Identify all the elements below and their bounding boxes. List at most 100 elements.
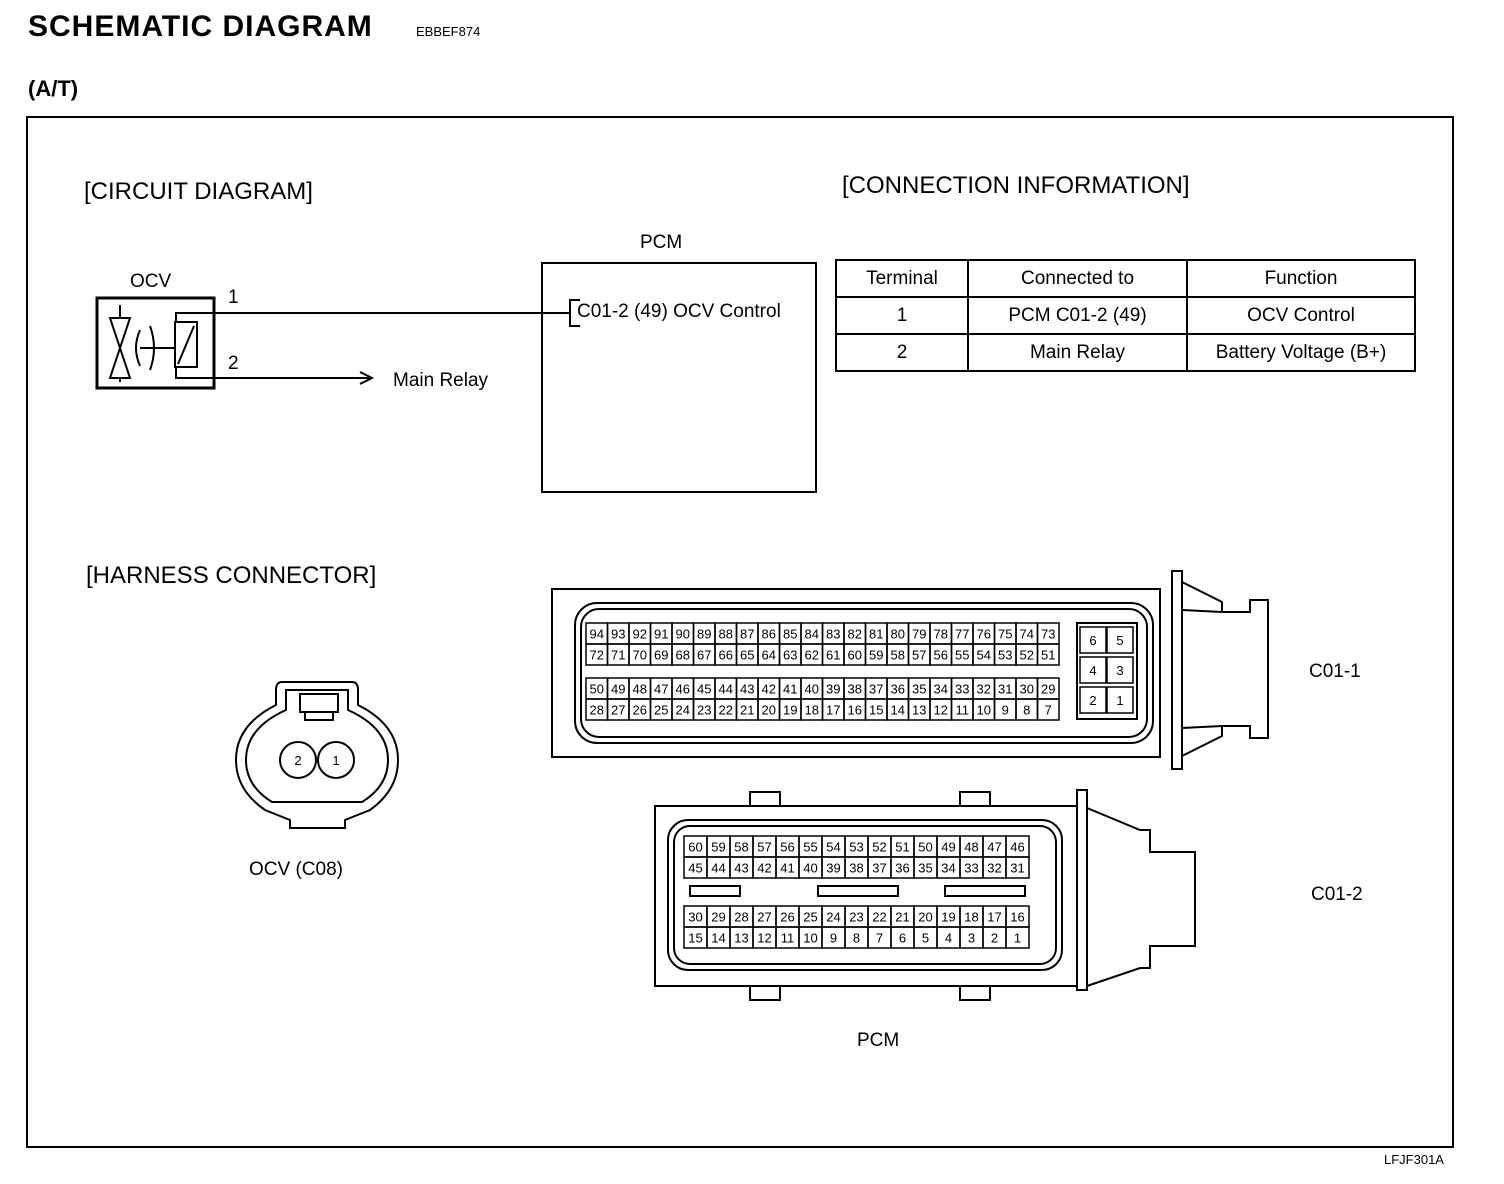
c01-2-pin: 16: [1010, 910, 1024, 925]
c01-2-pin: 36: [895, 861, 909, 876]
c01-1-pin: 59: [869, 648, 883, 663]
c01-1-pin: 38: [848, 682, 862, 697]
pin-cell: [1079, 656, 1107, 684]
c01-1-pin: 15: [869, 703, 883, 718]
c01-1-pin: 24: [676, 703, 690, 718]
c01-2-pin: 44: [711, 861, 725, 876]
c01-1-pin: 48: [633, 682, 647, 697]
c01-2-pin: 10: [803, 931, 817, 946]
pcm-connector-label: PCM: [857, 1030, 900, 1051]
c01-1-pin: 52: [1020, 648, 1034, 663]
c01-2-pin: 22: [872, 910, 886, 925]
c01-1-pin: 7: [1045, 703, 1052, 718]
c01-1-pin: 54: [977, 648, 991, 663]
connection-info-heading: [CONNECTION INFORMATION]: [842, 172, 1190, 199]
table-cell: Main Relay: [967, 333, 1188, 372]
diagram-frame: [26, 116, 1454, 1148]
c01-2-pin: 38: [849, 861, 863, 876]
pcm-box: [541, 262, 817, 493]
c01-1-pin: 70: [633, 648, 647, 663]
c01-2-pin: 4: [945, 931, 952, 946]
c01-2-pin: 27: [757, 910, 771, 925]
table-cell: 1: [835, 296, 969, 335]
c01-2-pin: 50: [918, 840, 932, 855]
c01-1-pin: 69: [654, 648, 668, 663]
c01-1-pin: 92: [633, 627, 647, 642]
c01-1-pin: 45: [697, 682, 711, 697]
table-row: 1 PCM C01-2 (49) OCV Control: [835, 296, 1416, 335]
valve-icon: [108, 305, 155, 382]
c01-1-pin: 83: [826, 627, 840, 642]
c01-2-pin: 31: [1010, 861, 1024, 876]
c01-1-pin: 50: [590, 682, 604, 697]
pin-cell: [1005, 856, 1030, 879]
c01-1-pin: 55: [955, 648, 969, 663]
harness-connector-heading: [HARNESS CONNECTOR]: [86, 562, 377, 589]
c01-2-pin: 15: [688, 931, 702, 946]
c01-2-pin: 60: [688, 840, 702, 855]
page-title: SCHEMATIC DIAGRAM: [28, 10, 373, 43]
c01-1-pin: 76: [977, 627, 991, 642]
c01-1-pin: 4: [1089, 663, 1096, 678]
c01-1-pin: 67: [697, 648, 711, 663]
c01-1-pin: 74: [1020, 627, 1034, 642]
c01-1-pin: 31: [998, 682, 1012, 697]
ocv-pin: 1: [332, 753, 339, 768]
c01-2-pin: 12: [757, 931, 771, 946]
c01-1-pin: 32: [977, 682, 991, 697]
c01-1-pin: 47: [654, 682, 668, 697]
pin-cell: [1106, 626, 1134, 654]
document-code: EBBEF874: [416, 24, 481, 39]
c01-2-pin: 17: [987, 910, 1001, 925]
c01-1-pin: 6: [1089, 633, 1096, 648]
c01-1-pin: 49: [611, 682, 625, 697]
table-cell: 2: [835, 333, 969, 372]
c01-1-pin: 43: [740, 682, 754, 697]
arrow-icon: [359, 371, 375, 385]
c01-1-pin: 18: [805, 703, 819, 718]
c01-2-pin: 47: [987, 840, 1001, 855]
c01-1-pin: 25: [654, 703, 668, 718]
c01-1-pin: 85: [783, 627, 797, 642]
table-row: 2 Main Relay Battery Voltage (B+): [835, 333, 1416, 372]
circuit-diagram-heading: [CIRCUIT DIAGRAM]: [84, 178, 313, 205]
c01-1-pin: 57: [912, 648, 926, 663]
pin-cell: [1079, 686, 1107, 714]
pin-cell: [1106, 656, 1134, 684]
c01-1-pin: 22: [719, 703, 733, 718]
c01-1-pin: 63: [783, 648, 797, 663]
c01-2-pin: 8: [853, 931, 860, 946]
c01-1-pin: 72: [590, 648, 604, 663]
c01-2-pin: 33: [964, 861, 978, 876]
c01-2-pin: 45: [688, 861, 702, 876]
c01-1-pin: 16: [848, 703, 862, 718]
c01-1-pin: 89: [697, 627, 711, 642]
c01-1-connector: [551, 570, 1269, 770]
c01-1-pin: 1: [1116, 693, 1123, 708]
c01-2-pin: 46: [1010, 840, 1024, 855]
c01-2-pin: 11: [781, 931, 795, 946]
c01-1-pin: 93: [611, 627, 625, 642]
c01-1-pin: 36: [891, 682, 905, 697]
c01-2-label: C01-2: [1311, 884, 1363, 905]
c01-1-pin: 37: [869, 682, 883, 697]
c01-2-pin: 39: [826, 861, 840, 876]
c01-1-pin: 28: [590, 703, 604, 718]
c01-1-pin: 71: [611, 648, 625, 663]
c01-2-pin: 54: [826, 840, 840, 855]
solenoid-icon: [140, 321, 198, 368]
c01-2-pin: 26: [780, 910, 794, 925]
c01-1-pin: 82: [848, 627, 862, 642]
c01-2-pin: 37: [872, 861, 886, 876]
c01-1-pin: 30: [1020, 682, 1034, 697]
table-header: Connected to: [967, 259, 1188, 298]
pin-cell: [1005, 926, 1030, 949]
c01-1-pin: 87: [740, 627, 754, 642]
c01-1-pin: 9: [1002, 703, 1009, 718]
connection-table: Terminal Connected to Function 1 PCM C01…: [835, 259, 1416, 372]
c01-1-pin: 42: [762, 682, 776, 697]
c01-1-pin: 41: [783, 682, 797, 697]
c01-1-pin: 33: [955, 682, 969, 697]
table-cell: OCV Control: [1186, 296, 1416, 335]
